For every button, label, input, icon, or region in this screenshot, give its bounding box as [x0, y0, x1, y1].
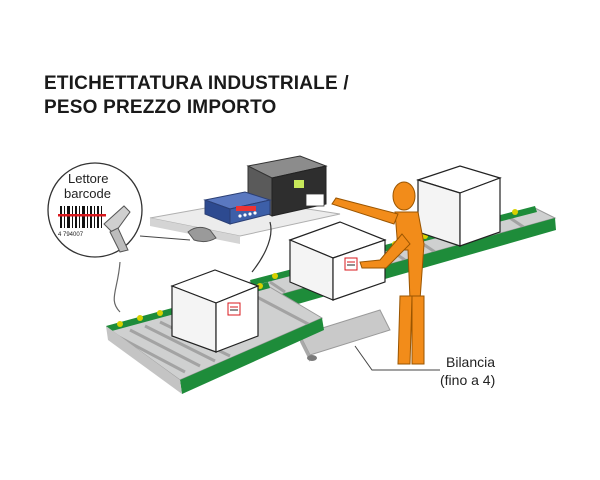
printed-label [305, 193, 325, 207]
callout-scale-line2: (fino a 4) [440, 372, 495, 388]
box-back [416, 165, 502, 247]
scale-platform [299, 309, 391, 362]
box-middle-label [344, 257, 358, 271]
front-rail-front [180, 318, 324, 394]
callout-leader-scale [354, 345, 440, 371]
printer-display [294, 180, 304, 188]
operator-arm-raised [331, 197, 399, 225]
weighing-indicator [203, 191, 272, 225]
scanner-cable [113, 261, 121, 313]
barcode-reader-callout: Lettore barcode 4 794007 [47, 162, 191, 258]
box-middle [288, 221, 387, 301]
operator-head [392, 181, 416, 211]
barcode-digits: 4 794007 [58, 232, 84, 238]
conveyor-end [106, 326, 182, 394]
callout-reader-line2: barcode [64, 186, 111, 201]
handheld-scanner-icon [103, 205, 131, 253]
callout-scale-line1: Bilancia [446, 354, 495, 370]
barcode-icon [58, 206, 106, 228]
scan-laser-line [58, 214, 106, 217]
box-front-label [227, 302, 241, 316]
scale-callout: Bilancia (fino a 4) [354, 345, 495, 388]
page-title: ETICHETTATURA INDUSTRIALE / PESO PREZZO … [44, 72, 349, 120]
callout-reader-line1: Lettore [68, 171, 108, 186]
operator-arm-lower [359, 233, 411, 269]
title-line-1: ETICHETTATURA INDUSTRIALE / [44, 73, 349, 94]
operator-leg-left [397, 295, 413, 365]
indicator-display [236, 206, 256, 211]
indicator-cable [251, 221, 272, 273]
operator-leg-right [411, 295, 425, 365]
operator-figure [331, 181, 425, 365]
scanner-cradle [187, 226, 217, 243]
callout-leader-reader [139, 235, 191, 241]
title-line-2: PESO PREZZO IMPORTO [44, 97, 277, 118]
box-front [170, 269, 260, 353]
